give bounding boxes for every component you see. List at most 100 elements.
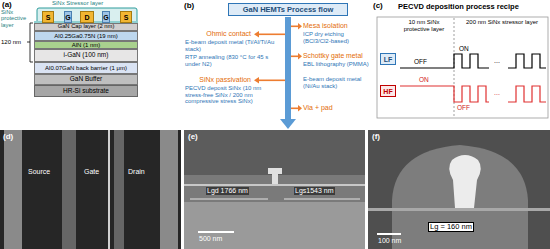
continuation-mark: ... [494,89,500,97]
state-label: ON [419,76,429,83]
scale-label: 500 nm [199,235,222,243]
flow-arrow-shaft [285,17,291,120]
tem-image [184,130,365,249]
column-header: 10 nm SiNx protective layer [396,19,452,32]
hf-waveform [400,86,546,102]
box-text: S [46,14,51,21]
process-detail: E-beam deposit metal (Ti/Al/Ti/Au stack) [185,39,280,52]
drain-contact: D [80,11,94,23]
process-detail: ICP dry etching (BCl3/Cl2-based) [303,31,369,44]
cap-layer: GaN Cap layer (2 nm) [34,23,138,31]
flow-arrow-head [280,119,296,129]
art-shape [190,199,268,200]
art-shape [298,53,302,60]
box-text: GaN Cap layer (2 nm) [58,24,115,30]
process-detail: EBL lithography (PMMA) [303,61,371,68]
process-detail: PECVD deposit SiNx (10 nm stress-free Si… [185,85,280,105]
dimension-label: Lg = 160 nm [428,222,474,232]
sem-gate-line [108,130,110,249]
sem-band [114,130,124,249]
region-label: Source [28,168,50,176]
dimension-label: 120 nm [1,39,21,46]
source-contact: S [42,11,54,23]
process-step: Mesa isolation [303,22,348,30]
dimension-label: Lgd 1766 nm [206,187,249,195]
art-shape [254,31,259,38]
sem-image [0,130,181,249]
barrier-line [368,208,550,211]
state-label: OFF [457,104,470,111]
layer-callout: SiNx protective layer [1,9,32,28]
panel-letter: (c) [373,2,383,11]
tem-zoom-image [368,130,550,249]
back-barrier-layer: Al0.07GaN back barrier (1 μm) [34,62,138,74]
gate-contact: G [64,11,72,23]
scale-bar [198,231,234,233]
panel-letter: (b) [184,2,194,11]
panel-letter: (d) [3,133,13,142]
state-label: ON [459,45,469,52]
box-text: D [84,14,89,21]
thickness-bracket [27,23,33,62]
column-header: 200 nm SiNx stressor layer [458,19,546,26]
substrate-layer: HR-Si substrate [34,85,138,97]
scale-label: 100 nm [378,237,401,245]
process-step: Ohmic contact [185,30,251,38]
channel-layer: i-GaN (100 nm) [34,49,138,62]
dimension-lines [190,199,360,200]
process-detail: E-beam deposit metal (Ni/Au stack) [303,76,371,89]
art-shape [258,34,285,36]
art-shape [284,199,360,200]
box-text: S [124,14,129,21]
panel-title: PECVD deposition process recipe [398,3,519,11]
panel-letter: (a) [2,1,12,10]
box-text: G [65,14,70,21]
art-shape [258,80,285,82]
box-text: i-GaN (100 nm) [64,52,109,59]
layer-callout: SiNx Stressor layer [52,0,103,7]
tem-gate [268,168,282,184]
dimension-label: Lgs1543 nm [294,187,335,195]
box-text: AlN (1 nm) [72,42,101,48]
box-text: HR-Si substrate [63,88,109,95]
lf-waveform [400,54,546,68]
art-shape [298,105,302,112]
panel-letter: (f) [372,133,380,142]
process-step: Via + pad [303,104,333,112]
tem-substrate [184,202,365,249]
barrier-layer: Al0.25Ga0.75N (19 nm) [34,31,138,41]
art-shape [291,26,299,28]
art-shape [291,108,299,110]
buffer-layer: GaN Buffer [34,74,138,85]
panel-letter: (e) [188,133,198,142]
box-text: HF [383,88,392,95]
recipe-frame [377,17,548,118]
sem-band [4,130,22,249]
box-text: GaN Buffer [70,76,102,83]
box-text: LF [384,56,393,63]
continuation-mark: ... [494,57,500,65]
region-label: Drain [128,168,145,176]
scale-bar [377,233,401,235]
art-shape [254,77,259,84]
process-detail: RTP annealing (830 °C for 45 s under N2) [185,54,280,67]
sem-band [160,130,178,249]
source-contact: S [120,11,132,23]
box-text: Al0.25Ga0.75N (19 nm) [54,33,117,39]
process-step: Schottky gate metal [303,52,363,59]
lf-box: LF [380,53,396,65]
box-text: Al0.07GaN back barrier (1 μm) [45,65,127,71]
step-arrows [254,23,302,112]
art-shape [291,56,299,58]
spacer-layer: AlN (1 nm) [34,41,138,49]
hf-box: HF [380,85,396,97]
gate-contact: G [102,11,110,23]
gate-metal [449,155,481,208]
sem-band [62,130,76,249]
process-step: SiNx passivation [185,76,251,84]
state-label: OFF [414,58,427,65]
passivation-dome [392,145,528,249]
box-text: G [103,14,108,21]
tem-layer-line [184,184,365,186]
